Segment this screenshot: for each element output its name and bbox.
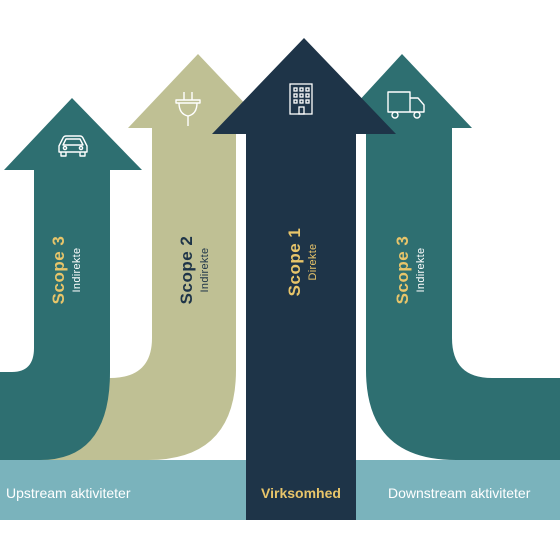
truck-icon	[387, 91, 425, 119]
scope2-label: Scope 2 Indirekte	[177, 236, 211, 305]
downstream-label: Downstream aktiviteter	[388, 485, 531, 501]
company-label: Virksomhed	[261, 485, 341, 501]
scope-title: Scope 3	[49, 236, 68, 305]
building-icon	[289, 83, 313, 115]
scope-title: Scope 3	[393, 236, 412, 305]
scope2-arrow	[0, 54, 268, 460]
scope-title: Scope 2	[177, 236, 196, 305]
plug-icon	[175, 92, 201, 126]
scope-subtitle: Indirekte	[71, 248, 83, 293]
scope-subtitle: Indirekte	[415, 248, 427, 293]
car-icon	[58, 135, 88, 157]
downstream-band	[356, 460, 560, 520]
scope1-label: Scope 1 Direkte	[285, 228, 319, 297]
scope-subtitle: Indirekte	[199, 248, 211, 293]
upstream-label: Upstream aktiviteter	[6, 485, 131, 501]
scope1-arrow	[212, 38, 396, 520]
scope-title: Scope 1	[285, 228, 304, 297]
scope3-downstream-arrow	[334, 54, 560, 460]
scope3-downstream-label: Scope 3 Indirekte	[393, 236, 427, 305]
scope3-upstream-arrow	[0, 98, 142, 460]
scope3-upstream-label: Scope 3 Indirekte	[49, 236, 83, 305]
upstream-band	[0, 460, 246, 520]
scope-subtitle: Direkte	[307, 244, 319, 281]
